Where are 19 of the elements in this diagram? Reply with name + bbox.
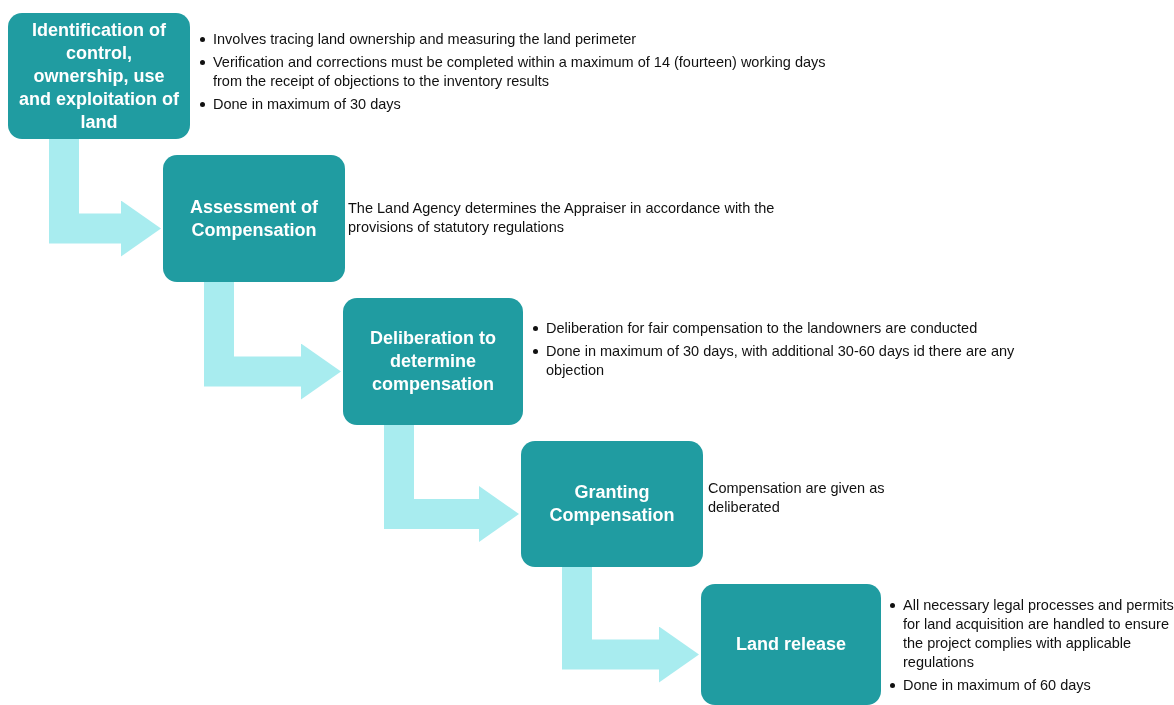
bullet-note: Done in maximum of 30 days xyxy=(213,96,401,112)
step-title: Land release xyxy=(735,633,847,656)
bullet-note: Done in maximum of 60 days xyxy=(903,677,1091,693)
process-box xyxy=(8,13,190,139)
process-box xyxy=(163,155,345,282)
step-note: The Land Agency determines the Appraiser in accordance with the provisions of statutory regulations xyxy=(348,199,776,237)
bullet-note: Done in maximum of 30 days, with additional 30-60 days id there are any objection xyxy=(546,343,1015,378)
bullet-note: Verification and corrections must be completed within a maximum of 14 (fourteen) working days from the receipt of objections to the inventory results xyxy=(213,54,826,89)
bullet-note: Deliberation for fair compensation to the landowners are conducted xyxy=(546,320,978,336)
step-title: Deliberation to determine compensation xyxy=(369,327,497,396)
step-title: Granting Compensation xyxy=(548,481,676,527)
bullet-note: All necessary legal processes and permits for land acquisition are handled to ensure the project complies with applicable regulations xyxy=(903,597,1174,670)
step-title: Assessment of Compensation xyxy=(188,195,320,242)
bullet-note: Involves tracing land ownership and measuring the land perimeter xyxy=(213,31,637,47)
process-box xyxy=(701,584,881,705)
process-box xyxy=(521,441,703,567)
process-box xyxy=(343,298,523,425)
step-note: Compensation are given as deliberated xyxy=(708,479,886,517)
step-title: Identification of control, ownership, use and exploitation of land xyxy=(18,18,180,134)
